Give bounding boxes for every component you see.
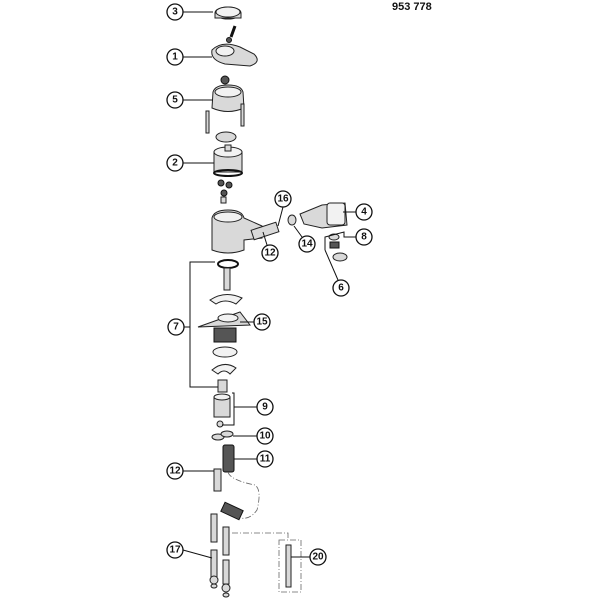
part-weight [222, 444, 235, 473]
svg-text:5: 5 [172, 95, 178, 106]
callout-2: 2 [166, 154, 184, 172]
part-cap [214, 6, 242, 20]
svg-text:12: 12 [169, 466, 181, 477]
part-studs [209, 513, 231, 598]
part-washer [209, 294, 243, 305]
svg-text:8: 8 [361, 232, 367, 243]
svg-text:14: 14 [301, 239, 313, 250]
leader-lines [182, 11, 356, 559]
part-washers [211, 430, 234, 441]
part-nut-assembly [213, 393, 231, 428]
part-hose-nut [250, 221, 280, 241]
callout-10: 10 [256, 427, 274, 445]
svg-text:6: 6 [338, 283, 344, 294]
part-body [211, 209, 263, 254]
callout-9: 9 [256, 398, 274, 416]
callout-3: 3 [166, 3, 184, 21]
part-rod [285, 544, 292, 588]
svg-text:3: 3 [172, 7, 178, 18]
callout-14: 14 [298, 235, 316, 253]
svg-text:1: 1 [172, 52, 178, 63]
callout-12-upper: 12 [261, 244, 279, 262]
svg-text:10: 10 [259, 431, 271, 442]
callout-5: 5 [166, 91, 184, 109]
svg-text:4: 4 [361, 207, 367, 218]
callout-4: 4 [355, 203, 373, 221]
part-sleeve [217, 379, 228, 393]
part-nut [220, 75, 230, 85]
callout-8: 8 [355, 228, 373, 246]
part-aerator [328, 233, 348, 262]
part-washer-2 [211, 364, 237, 375]
part-seals [217, 179, 233, 204]
drawing-number: 953 778 [392, 1, 432, 13]
part-mounting-flange [197, 311, 251, 343]
callout-15: 15 [253, 313, 271, 331]
svg-text:15: 15 [256, 317, 268, 328]
callout-11: 11 [256, 450, 274, 468]
svg-text:16: 16 [277, 194, 289, 205]
part-cartridge [213, 144, 243, 177]
callout-16: 16 [274, 190, 292, 208]
svg-text:11: 11 [260, 454, 271, 465]
callout-7: 7 [167, 318, 185, 336]
callout-12-lower: 12 [166, 462, 184, 480]
part-gasket [212, 346, 238, 358]
part-o-ring [217, 259, 239, 269]
svg-text:9: 9 [262, 402, 268, 413]
svg-text:7: 7 [173, 322, 179, 333]
part-cover [211, 84, 245, 112]
callout-17: 17 [166, 541, 184, 559]
svg-text:17: 17 [169, 545, 181, 556]
part-stud [223, 267, 231, 291]
svg-text:12: 12 [264, 248, 276, 259]
svg-text:2: 2 [172, 158, 178, 169]
part-spray-head [299, 202, 348, 229]
callout-6: 6 [332, 279, 350, 297]
part-ring [287, 214, 297, 226]
callout-20: 20 [309, 548, 327, 566]
part-pins [205, 103, 245, 134]
part-hose-weight [220, 501, 244, 521]
callout-1: 1 [166, 48, 184, 66]
svg-text:20: 20 [312, 552, 324, 563]
part-screw [226, 25, 237, 43]
parts [197, 6, 348, 598]
part-ring-nut [215, 131, 237, 143]
part-hose-connector [213, 468, 222, 492]
part-lever [211, 43, 258, 67]
